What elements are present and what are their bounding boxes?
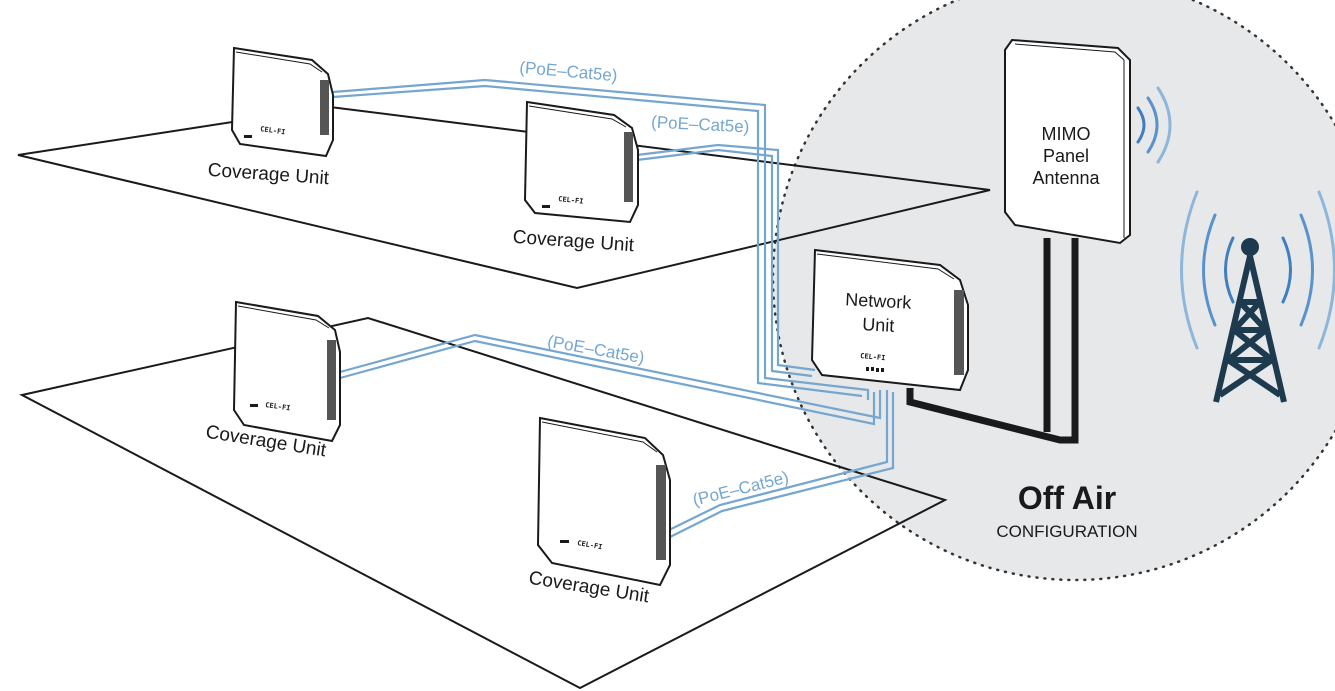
poe-cable-3-label: (PoE–Cat5e): [546, 332, 646, 368]
poe-cable-4: [664, 390, 889, 533]
antenna-signal-icon: [1136, 86, 1172, 164]
antenna-label-line3: Antenna: [1032, 168, 1100, 188]
poe-cable-3b: [339, 339, 876, 426]
upper-floor-plane: [17, 105, 991, 290]
coverage-unit-2-brand: CEL-FI: [558, 195, 584, 206]
poe-cable-2: [636, 143, 816, 372]
network-unit: Network Unit CEL-FI: [810, 248, 969, 392]
coverage-unit-2: CEL-FI: [523, 100, 639, 224]
network-unit-label-line2: Unit: [862, 314, 895, 336]
rf-cables: [906, 238, 1079, 444]
poe-cable-1: [332, 78, 870, 400]
coverage-unit-1-brand: CEL-FI: [260, 125, 286, 136]
poe-cable-1-label: (PoE–Cat5e): [519, 58, 619, 85]
mimo-panel-antenna: MIMO Panel Antenna: [1004, 38, 1131, 245]
coverage-unit-3-vent: [327, 340, 336, 420]
poe-cables: [332, 78, 895, 539]
coverage-unit-4-body: [536, 416, 671, 587]
configuration-title: Off Air: [1018, 480, 1116, 516]
coverage-unit-1-vent: [320, 80, 329, 135]
antenna-label-line1: MIMO: [1042, 124, 1091, 144]
coverage-unit-2-body: [523, 100, 639, 224]
coverage-unit-1-label: Coverage Unit: [207, 160, 330, 189]
poe-cable-4b: [667, 392, 895, 539]
network-unit-brand: CEL-FI: [860, 352, 886, 362]
antenna-label-line2: Panel: [1043, 146, 1089, 166]
poe-cable-2-label: (PoE–Cat5e): [651, 112, 750, 136]
coverage-unit-3: CEL-FI: [232, 300, 341, 443]
configuration-subtitle: CONFIGURATION: [996, 522, 1137, 541]
coverage-unit-1: CEL-FI: [230, 46, 334, 158]
coverage-unit-2-label: Coverage Unit: [512, 227, 635, 256]
coverage-unit-2-vent: [624, 132, 633, 202]
coverage-unit-1-body: [230, 46, 334, 158]
coverage-unit-3-body: [232, 300, 341, 443]
poe-cable-4-label: (PoE–Cat5e): [691, 468, 791, 510]
network-unit-label-line1: Network: [845, 289, 913, 312]
antenna-body: [1004, 38, 1131, 245]
network-unit-vent: [954, 290, 964, 375]
coverage-unit-3-brand: CEL-FI: [265, 401, 291, 412]
poe-cable-2b: [636, 148, 813, 378]
poe-cable-3: [339, 333, 882, 420]
coverage-unit-4-vent: [656, 465, 666, 560]
poe-cable-1b: [332, 84, 863, 398]
network-unit-body: [810, 248, 969, 392]
configuration-circle: [771, 0, 1335, 582]
coverage-unit-4: CEL-FI: [536, 416, 671, 587]
cell-tower-icon: [1180, 190, 1335, 403]
